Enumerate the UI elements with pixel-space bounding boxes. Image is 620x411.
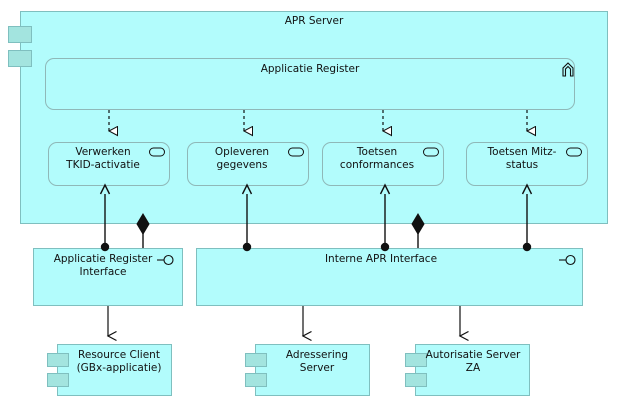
component-tab-bottom [405,373,427,387]
client-component-autorisatie-server-label: Autorisatie Server ZA [425,349,521,374]
provided-interface-icon [157,254,174,266]
application-service-icon [423,147,439,157]
apr-server-label: APR Server [284,15,344,27]
client-component-resource-client[interactable] [57,344,172,396]
application-service-icon [149,147,165,157]
interface-box-interne-apr-label: Interne APR Interface [324,253,438,265]
service-box-3[interactable] [322,142,444,186]
interface-box-interne-apr[interactable] [196,248,583,306]
application-collaboration-icon [562,62,574,77]
apr-server-tab-top [8,26,32,43]
application-service-icon [288,147,304,157]
service-box-4-label: Toetsen Mitz- status [487,146,557,171]
component-tab-top [47,353,69,367]
client-component-adressering-server-label: Adressering Server [285,349,349,374]
apr-server-tab-bottom [8,50,32,67]
client-component-autorisatie-server[interactable] [415,344,530,396]
provided-interface-icon [559,254,576,266]
applicatie-register-node[interactable] [45,58,575,110]
interface-box-applicatie-register-label: Applicatie Register Interface [53,253,153,278]
service-box-3-label: Toetsen conformances [339,146,415,171]
service-box-1[interactable] [48,142,170,186]
client-component-adressering-server[interactable] [255,344,370,396]
application-service-icon [566,147,582,157]
client-component-resource-client-label: Resource Client (GBx-applicatie) [76,349,162,374]
component-tab-top [245,353,267,367]
service-box-2-label: Opleveren gegevens [214,146,270,171]
dependency-connector-group [108,306,460,336]
component-tab-bottom [245,373,267,387]
applicatie-register-label: Applicatie Register [260,63,360,75]
service-box-1-label: Verwerken TKID-activatie [66,146,140,171]
component-tab-top [405,353,427,367]
component-tab-bottom [47,373,69,387]
apr-server-container[interactable] [20,11,608,224]
